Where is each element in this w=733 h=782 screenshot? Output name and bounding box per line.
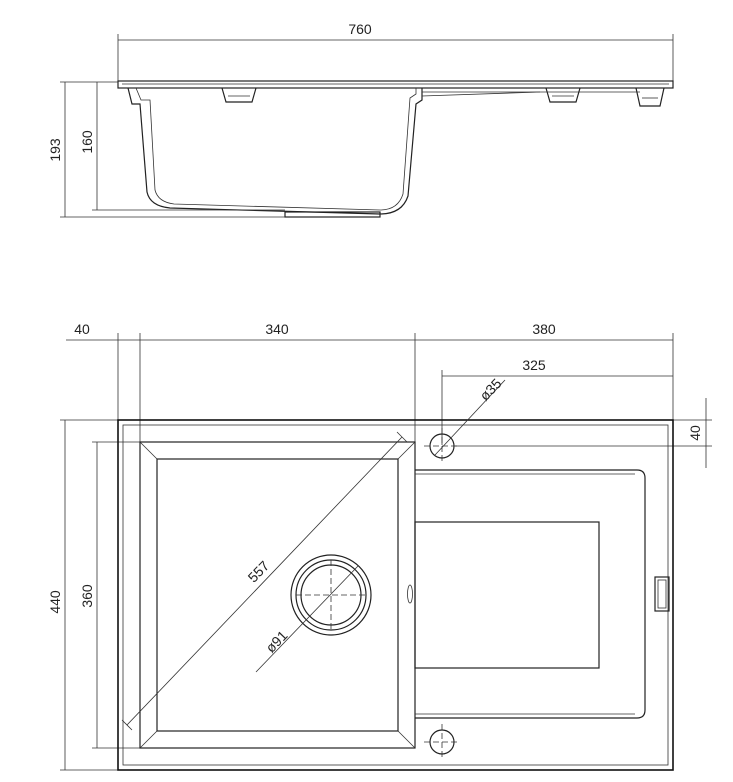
- top-view: 40 340 380 325 40 440 360: [47, 321, 712, 771]
- drain-stub: [284, 211, 381, 218]
- dim-340-label: 340: [265, 321, 289, 337]
- diagonal-tick: [396, 431, 408, 443]
- diagonal-dim-line: [126, 436, 403, 726]
- drain-outer: [290, 554, 372, 636]
- tap-hole-leader: [434, 379, 506, 456]
- bowl-corner-line: [139, 730, 158, 749]
- handle-slot: [654, 576, 670, 612]
- drain-diameter-label: ø91: [262, 627, 290, 656]
- drainer-outline: [415, 469, 646, 719]
- dim-760-label: 760: [348, 21, 372, 37]
- side-view: 760 193 160: [47, 21, 674, 218]
- clip: [221, 87, 257, 103]
- sink-outline: [117, 419, 674, 771]
- tap-hole-diameter-label: ø35: [476, 375, 504, 404]
- bowl-outer: [139, 441, 416, 749]
- bowl-corner-line: [397, 441, 416, 460]
- diagonal-tick: [121, 719, 133, 731]
- overflow: [407, 584, 413, 604]
- drainer-recess: [414, 521, 600, 669]
- dim-440-label: 440: [47, 590, 63, 614]
- sink-outline-inner: [122, 424, 669, 766]
- dim-40-right-label: 40: [687, 425, 703, 441]
- drain-leader-line: [255, 565, 359, 673]
- bowl-profile: [127, 87, 423, 215]
- bowl-corner-line: [139, 441, 158, 460]
- bowl-inner: [156, 458, 399, 732]
- bowl-corner-line: [397, 730, 416, 749]
- dim-193-label: 193: [47, 138, 63, 162]
- drainer-slope: [421, 91, 541, 97]
- clip: [635, 87, 665, 107]
- dim-40-label: 40: [74, 321, 90, 337]
- handle-slot-inner: [657, 579, 667, 609]
- dim-160-label: 160: [79, 130, 95, 154]
- dim-325-label: 325: [522, 357, 546, 373]
- dim-380-label: 380: [532, 321, 556, 337]
- bowl-inner-profile: [135, 87, 417, 211]
- dim-360-label: 360: [79, 584, 95, 608]
- dim-557-label: 557: [245, 557, 273, 585]
- sink-top-plate: [117, 80, 674, 89]
- clip: [545, 87, 581, 103]
